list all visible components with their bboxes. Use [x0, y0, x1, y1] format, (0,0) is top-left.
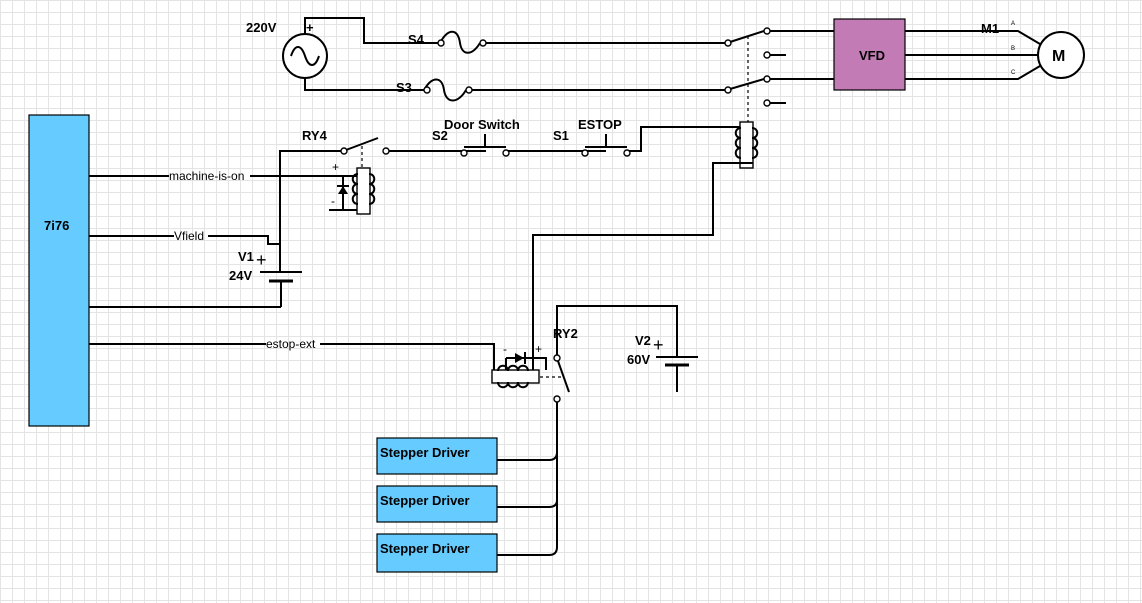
- stepper-driver-label: Stepper Driver: [380, 445, 470, 460]
- main-contactor-coil[interactable]: [734, 121, 759, 169]
- signal-vfield: Vfield: [174, 229, 204, 243]
- switch-s1-label: S1: [553, 128, 569, 143]
- ac-source-plus: +: [306, 20, 314, 35]
- phase-a-label: A: [1011, 21, 1015, 27]
- switch-s2-label: S2: [432, 128, 448, 143]
- battery-v1-plus: +: [256, 250, 267, 270]
- battery-v1-ref: V1: [238, 249, 254, 264]
- relay-ry2-label: RY2: [553, 326, 578, 341]
- stepper-driver-label: Stepper Driver: [380, 493, 470, 508]
- door-switch-s2[interactable]: [460, 134, 510, 157]
- line-s4: [304, 17, 732, 54]
- relay-ry2-contact[interactable]: [553, 305, 678, 403]
- estop-label: ESTOP: [578, 117, 622, 132]
- door-switch-label: Door Switch: [444, 117, 520, 132]
- ac-source-label: 220V: [246, 20, 277, 35]
- motor-ref: M1: [981, 21, 999, 36]
- estop-switch-s1[interactable]: [581, 134, 631, 157]
- ry4-coil-minus: -: [331, 194, 335, 208]
- battery-v1[interactable]: [260, 271, 302, 307]
- main-contactor-switch[interactable]: [729, 27, 786, 122]
- relay-ry4-label: RY4: [302, 128, 328, 143]
- motor-wires: [905, 30, 1041, 80]
- battery-v2-plus: +: [653, 335, 664, 355]
- vfd-box[interactable]: VFD: [833, 18, 906, 91]
- relay-ry4-contact[interactable]: [340, 137, 390, 172]
- safety-chain-wires: [279, 126, 740, 244]
- stepper-driver-1[interactable]: Stepper Driver: [376, 437, 498, 475]
- controller-7i76[interactable]: 7i76: [28, 114, 90, 427]
- phase-c-label: C: [1011, 70, 1016, 76]
- line-s3: [304, 78, 732, 102]
- stepper-driver-label: Stepper Driver: [380, 541, 470, 556]
- signal-machine-is-on: machine-is-on: [169, 169, 244, 183]
- relay-ry2-coil[interactable]: [491, 364, 540, 389]
- vfd-label: VFD: [859, 48, 885, 63]
- phase-b-label: B: [1011, 46, 1015, 52]
- driver-feed-wires: [497, 402, 558, 556]
- ry4-coil-plus: +: [332, 160, 339, 174]
- motor-m1[interactable]: M: [1037, 31, 1085, 79]
- wire-estop-ext: [89, 343, 495, 370]
- battery-v2-ref: V2: [635, 333, 651, 348]
- relay-ry4-coil[interactable]: [351, 167, 376, 215]
- wire-coil-return: [532, 162, 753, 370]
- battery-v1-voltage: 24V: [229, 268, 252, 283]
- signal-estop-ext: estop-ext: [266, 337, 316, 351]
- stepper-driver-2[interactable]: Stepper Driver: [376, 485, 498, 523]
- ry2-flyback-diode: [505, 352, 547, 370]
- ry2-coil-plus: +: [535, 342, 542, 356]
- battery-v2-voltage: 60V: [627, 352, 650, 367]
- ry2-coil-minus: -: [503, 342, 507, 356]
- battery-v2[interactable]: [656, 356, 698, 392]
- fuse-s3-label: S3: [396, 80, 412, 95]
- wire-vfield: [89, 235, 281, 271]
- ac-source-220v[interactable]: 220V +: [246, 20, 328, 79]
- controller-label: 7i76: [44, 218, 69, 233]
- motor-symbol: M: [1052, 48, 1065, 65]
- stepper-driver-3[interactable]: Stepper Driver: [376, 533, 498, 573]
- fuse-s4-label: S4: [408, 32, 425, 47]
